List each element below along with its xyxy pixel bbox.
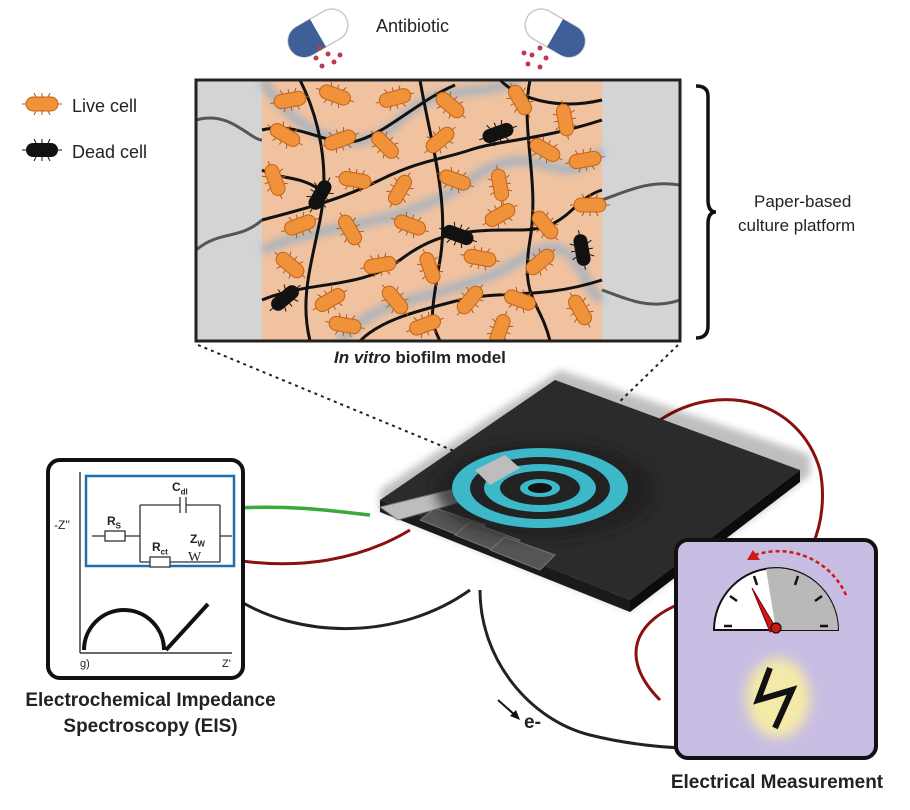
nyquist-x-axis-label: Z' (222, 658, 231, 670)
zw-label: ZW (190, 532, 205, 549)
biofilm-model-panel (194, 78, 682, 343)
rct-label: Rct (152, 540, 168, 557)
platform-bracket (695, 84, 717, 340)
rs-label: RS (107, 514, 122, 531)
legend-dead-label: Dead cell (72, 142, 148, 162)
measurement-caption: Electrical Measurement (670, 772, 884, 793)
nyquist-y-axis-label: -Z'' (54, 518, 70, 532)
platform-label-line2: culture platform (738, 216, 856, 235)
electron-label: e- (524, 712, 541, 733)
eis-panel (46, 458, 245, 680)
antibiotic-pill-right-icon (521, 8, 586, 70)
dead-cell-legend-icon (21, 138, 63, 162)
cdl-label: Cdl (172, 480, 188, 497)
electron-arrow (497, 699, 520, 720)
antibiotic-pill-left-icon (287, 8, 349, 69)
live-cell-legend-icon (21, 92, 63, 116)
antibiotic-label: Antibiotic (376, 16, 450, 36)
eis-caption-line2: Spectroscopy (EIS) (63, 716, 238, 737)
nyquist-panel-tag: g) (80, 658, 90, 670)
platform-label-line1: Paper-based (754, 192, 852, 211)
legend-live-label: Live cell (72, 96, 138, 116)
eis-caption-line1: Electrochemical Impedance (25, 690, 276, 711)
meter-panel (674, 538, 878, 760)
biofilm-caption: In vitro biofilm model (334, 348, 506, 367)
warburg-symbol: W (188, 550, 202, 565)
